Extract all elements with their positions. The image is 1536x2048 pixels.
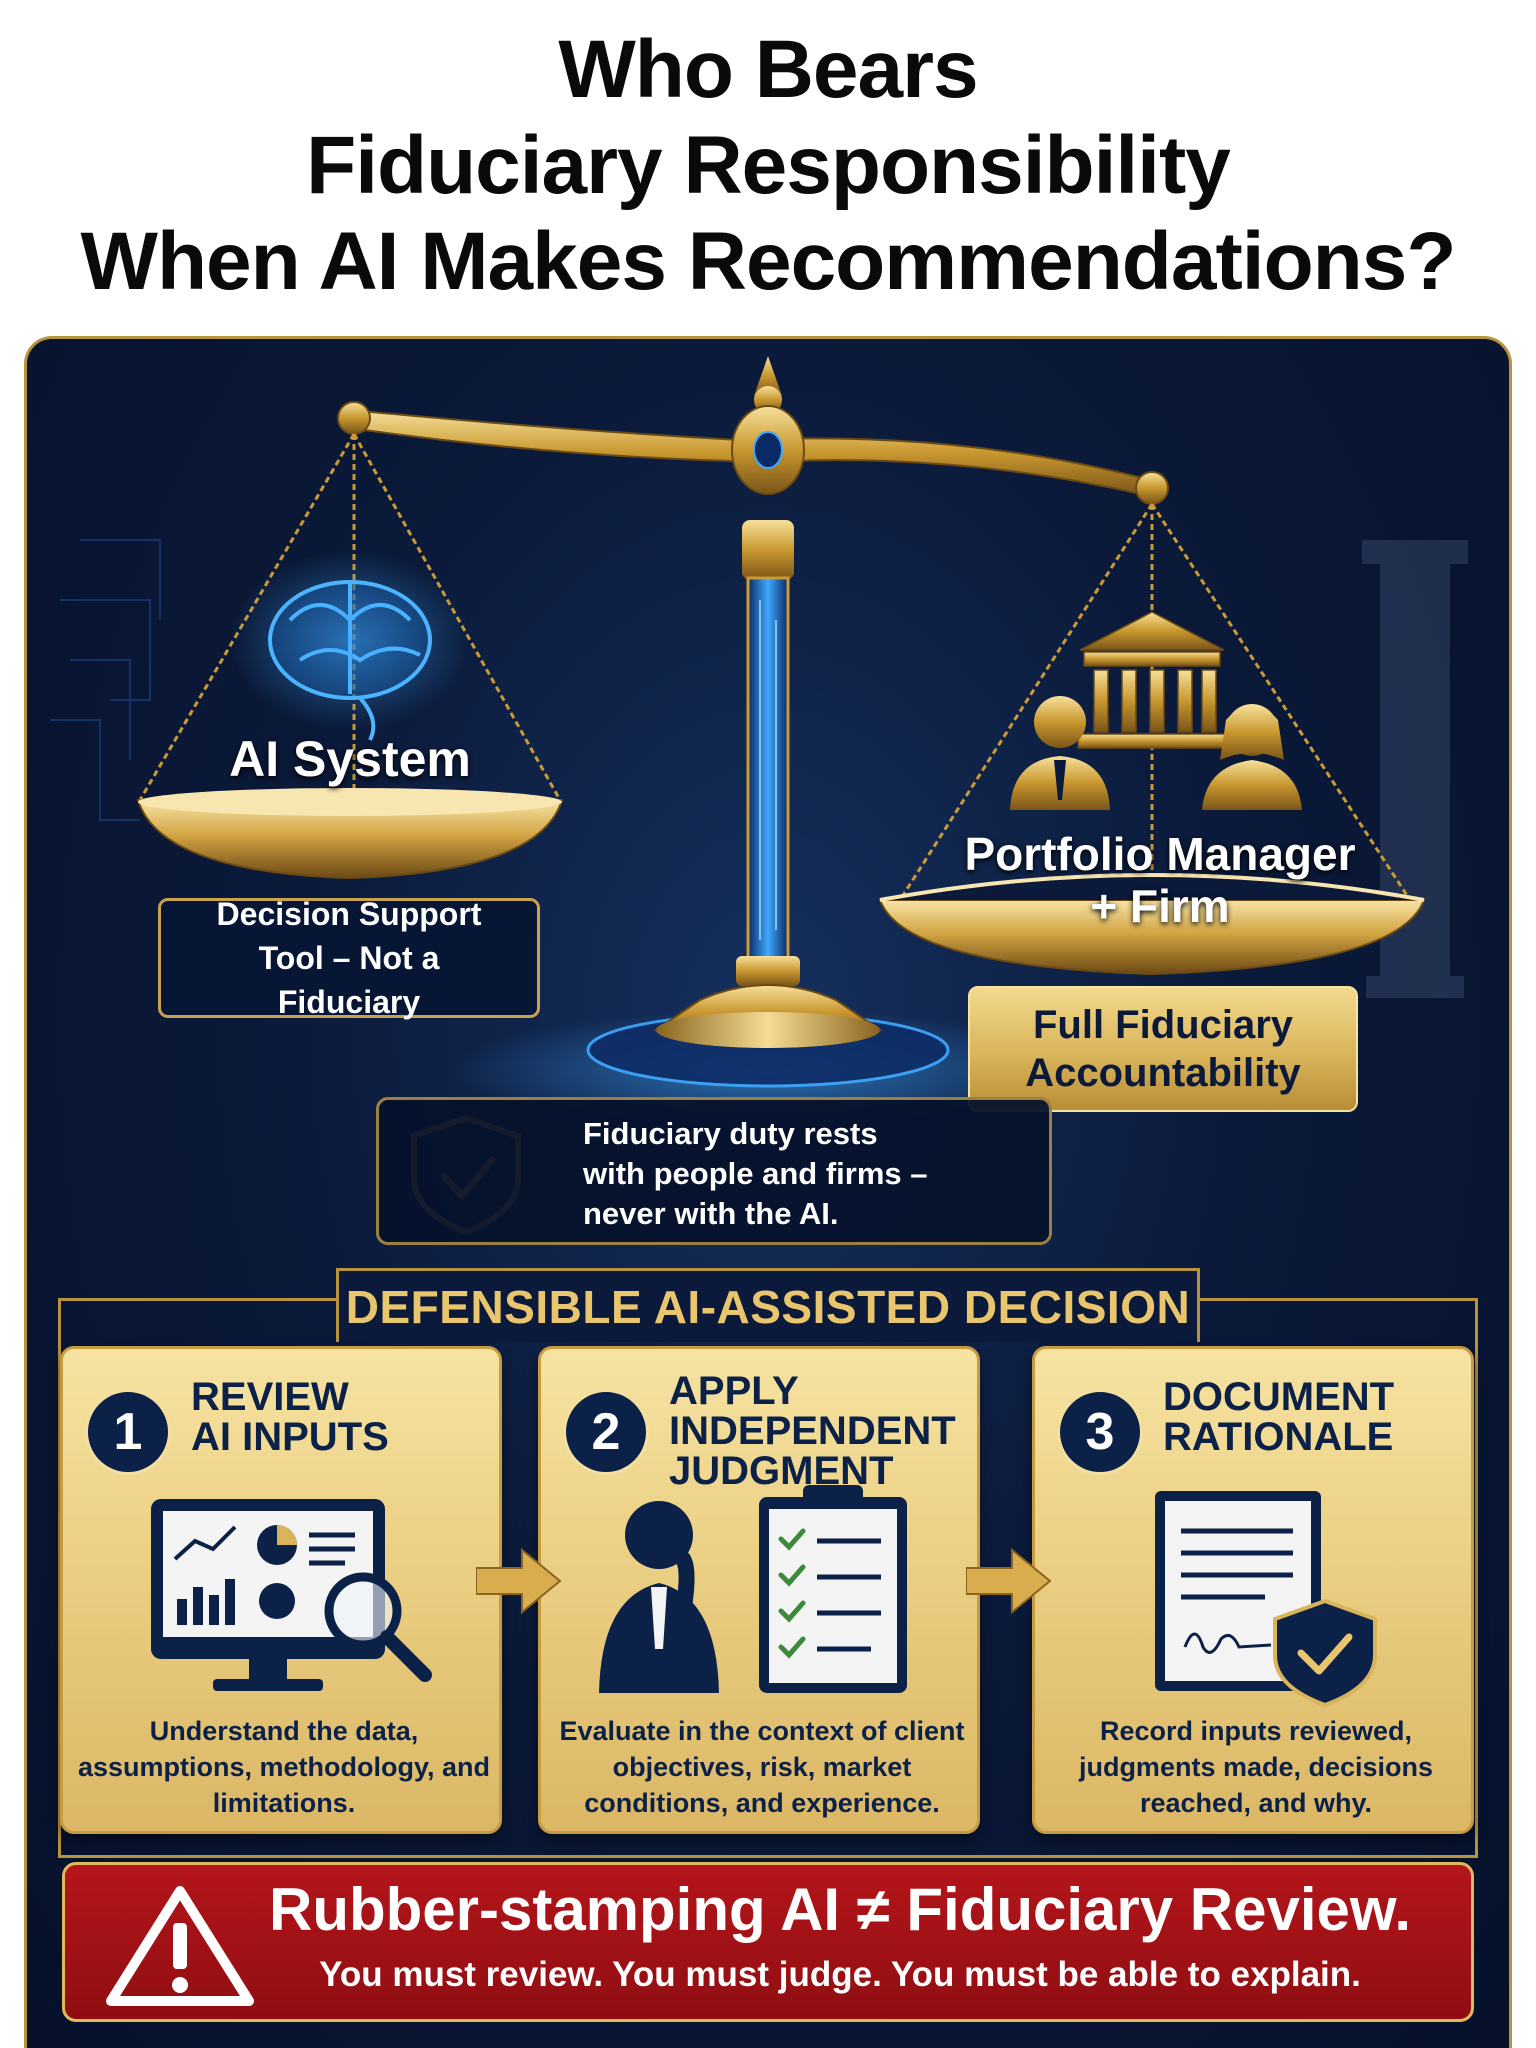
arrow-right-icon xyxy=(966,1547,1052,1615)
accountability-line-1: Full Fiduciary xyxy=(1032,1003,1294,1047)
section-frame-line xyxy=(58,1298,338,1301)
step-1-description: Understand the data, assumptions, method… xyxy=(77,1716,491,1818)
step-2-description: Evaluate in the context of client object… xyxy=(559,1716,965,1818)
portfolio-manager-label-line-1: Portfolio Manager xyxy=(964,828,1356,880)
step-3-title-line-2: RATIONALE xyxy=(1163,1415,1394,1459)
ai-role-text: Decision Support Tool – Not a Fiduciary xyxy=(216,896,482,1020)
ai-role-box: Decision Support Tool – Not a Fiduciary xyxy=(158,896,540,1020)
fiduciary-duty-note: Fiduciary duty rests with people and fir… xyxy=(376,1097,1052,1245)
portfolio-manager-label-line-2: + Firm xyxy=(1090,880,1230,932)
magnifier-icon xyxy=(324,1572,432,1682)
step-number-1: 1 xyxy=(85,1389,171,1475)
fiduciary-accountability-box: Full Fiduciary Accountability xyxy=(968,986,1358,1112)
clipboard-checklist-icon xyxy=(759,1485,907,1693)
step-3-title-line-1: DOCUMENT xyxy=(1163,1375,1395,1419)
step-2-title-line-3: JUDGMENT xyxy=(669,1449,894,1493)
right-scale-pan xyxy=(878,899,1426,976)
document-signature-icon xyxy=(1155,1491,1377,1708)
warning-triangle-icon xyxy=(106,1886,254,2006)
shield-check-icon xyxy=(1273,1598,1377,1708)
step-2-title-line-1: APPLY xyxy=(669,1369,799,1413)
step-number-2: 2 xyxy=(563,1389,649,1475)
accountability-line-2: Accountability xyxy=(1025,1051,1301,1095)
bank-building-icon xyxy=(1077,611,1227,749)
thinking-person-icon xyxy=(599,1485,907,1693)
step-1-title-line-2: AI INPUTS xyxy=(191,1415,389,1459)
person-icon xyxy=(1010,696,1110,810)
step-document-rationale: 3 DOCUMENT RATIONALE Record inputs revie… xyxy=(1032,1346,1474,1834)
step-1-title: REVIEW AI INPUTS xyxy=(191,1377,491,1457)
ai-system-label: AI System xyxy=(229,731,471,787)
step-3-description: Record inputs reviewed, judgments made, … xyxy=(1078,1716,1434,1818)
step-2-title: APPLY INDEPENDENT JUDGMENT xyxy=(669,1371,969,1491)
warning-title: Rubber-stamping AI ≠ Fiduciary Review. xyxy=(268,1876,1412,1943)
step-review-ai-inputs: 1 REVIEW AI INPUTS Understand the data, … xyxy=(60,1346,502,1834)
step-1-title-line-1: REVIEW xyxy=(191,1375,349,1419)
step-apply-independent-judgment: 2 APPLY INDEPENDENT JUDGMENT Evaluate in… xyxy=(538,1346,980,1834)
circuit-decoration xyxy=(50,539,161,821)
arrow-right-icon xyxy=(476,1547,562,1615)
section-frame-line xyxy=(1198,1298,1478,1301)
warning-subtitle: You must review. You must judge. You mus… xyxy=(319,1955,1361,1994)
step-3-title: DOCUMENT RATIONALE xyxy=(1163,1377,1463,1457)
step-number-3: 3 xyxy=(1057,1389,1143,1475)
title-line-3: When AI Makes Recommendations? xyxy=(80,216,1457,307)
warning-banner xyxy=(62,1862,1474,2022)
step-2-title-line-2: INDEPENDENT xyxy=(669,1409,956,1453)
monitor-chart-icon xyxy=(151,1499,432,1691)
left-scale-pan xyxy=(136,799,564,880)
section-title: DEFENSIBLE AI-ASSISTED DECISION xyxy=(336,1268,1200,1342)
portfolio-manager-label: Portfolio Manager + Firm xyxy=(900,828,1420,932)
page-title: Who Bears Fiduciary Responsibility When … xyxy=(0,22,1536,310)
title-line-1: Who Bears xyxy=(558,24,978,115)
section-frame xyxy=(58,1298,1478,1858)
scale-pillar xyxy=(746,576,790,960)
title-line-2: Fiduciary Responsibility xyxy=(306,120,1231,211)
person-icon xyxy=(1202,704,1302,810)
fiduciary-duty-text: Fiduciary duty rests with people and fir… xyxy=(583,1116,928,1231)
